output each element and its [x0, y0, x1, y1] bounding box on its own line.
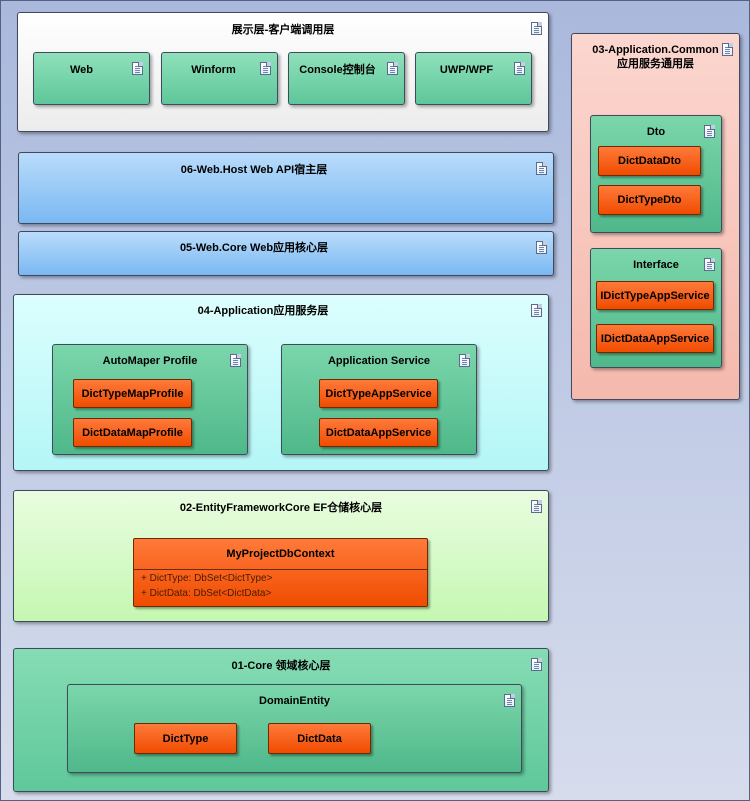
document-icon — [531, 500, 542, 513]
document-icon — [260, 62, 271, 75]
core-layer[interactable]: 01-Core 领域核心层 DomainEntity DictType Dict… — [13, 648, 549, 792]
presentation-layer[interactable]: 展示层-客户端调用层 Web Winform Console控制台 UWP/WP… — [17, 12, 549, 132]
interface-title: Interface — [633, 259, 679, 271]
class-dict-data-dto[interactable]: DictDataDto — [598, 146, 701, 176]
class-dict-type-map-profile[interactable]: DictTypeMapProfile — [73, 379, 192, 408]
attribute-dict-type: + DictType: DbSet<DictType> — [141, 573, 273, 584]
core-layer-title: 01-Core 领域核心层 — [231, 660, 331, 672]
web-host-layer[interactable]: 06-Web.Host Web API宿主层 — [18, 152, 554, 224]
document-icon — [531, 22, 542, 35]
class-divider — [134, 569, 427, 570]
domain-entity-package[interactable]: DomainEntity DictType DictData — [67, 684, 522, 773]
client-uwp-wpf[interactable]: UWP/WPF — [415, 52, 532, 105]
document-icon — [132, 62, 143, 75]
client-winform[interactable]: Winform — [161, 52, 278, 105]
web-core-layer-title: 05-Web.Core Web应用核心层 — [179, 242, 329, 254]
document-icon — [704, 258, 715, 271]
document-icon — [459, 354, 470, 367]
document-icon — [536, 162, 547, 175]
application-layer[interactable]: 04-Application应用服务层 AutoMaper Profile Di… — [13, 294, 549, 471]
application-service-package[interactable]: Application Service DictTypeAppService D… — [281, 344, 477, 455]
class-name: MyProjectDbContext — [226, 548, 335, 560]
class-i-dict-data-app-service[interactable]: IDictDataAppService — [596, 324, 714, 353]
class-dict-data-app-service[interactable]: DictDataAppService — [319, 418, 438, 447]
document-icon — [387, 62, 398, 75]
document-icon — [722, 43, 733, 56]
web-host-layer-title: 06-Web.Host Web API宿主层 — [180, 164, 328, 176]
class-dict-data-map-profile[interactable]: DictDataMapProfile — [73, 418, 192, 447]
document-icon — [704, 125, 715, 138]
efcore-layer[interactable]: 02-EntityFrameworkCore EF仓储核心层 MyProject… — [13, 490, 549, 622]
client-console[interactable]: Console控制台 — [288, 52, 405, 105]
document-icon — [504, 694, 515, 707]
domain-entity-title: DomainEntity — [259, 695, 330, 707]
document-icon — [514, 62, 525, 75]
document-icon — [531, 304, 542, 317]
client-web[interactable]: Web — [33, 52, 150, 105]
class-i-dict-type-app-service[interactable]: IDictTypeAppService — [596, 281, 714, 310]
dto-package[interactable]: Dto DictDataDto DictTypeDto — [590, 115, 722, 233]
class-dict-type-dto[interactable]: DictTypeDto — [598, 185, 701, 215]
class-my-project-db-context[interactable]: MyProjectDbContext + DictType: DbSet<Dic… — [133, 538, 428, 607]
application-layer-title: 04-Application应用服务层 — [197, 305, 329, 317]
presentation-layer-title: 展示层-客户端调用层 — [231, 24, 335, 36]
application-common-layer[interactable]: 03-Application.Common 应用服务通用层 Dto DictDa… — [571, 33, 740, 400]
application-service-title: Application Service — [327, 355, 431, 367]
class-dict-type-app-service[interactable]: DictTypeAppService — [319, 379, 438, 408]
efcore-layer-title: 02-EntityFrameworkCore EF仓储核心层 — [179, 502, 383, 514]
client-label: UWP/WPF — [439, 64, 494, 76]
automapper-profile-title: AutoMaper Profile — [102, 355, 198, 367]
automapper-profile-package[interactable]: AutoMaper Profile DictTypeMapProfile Dic… — [52, 344, 248, 455]
interface-package[interactable]: Interface IDictTypeAppService IDictDataA… — [590, 248, 722, 368]
client-label: Console控制台 — [299, 64, 376, 76]
web-core-layer[interactable]: 05-Web.Core Web应用核心层 — [18, 231, 554, 276]
document-icon — [230, 354, 241, 367]
client-label: Winform — [191, 64, 236, 76]
client-label: Web — [69, 64, 94, 76]
document-icon — [531, 658, 542, 671]
document-icon — [536, 241, 547, 254]
attribute-dict-data: + DictData: DbSet<DictData> — [141, 588, 272, 599]
application-common-title: 03-Application.Common 应用服务通用层 — [592, 44, 719, 70]
class-dict-data[interactable]: DictData — [268, 723, 371, 754]
class-dict-type[interactable]: DictType — [134, 723, 237, 754]
dto-title: Dto — [646, 126, 666, 138]
